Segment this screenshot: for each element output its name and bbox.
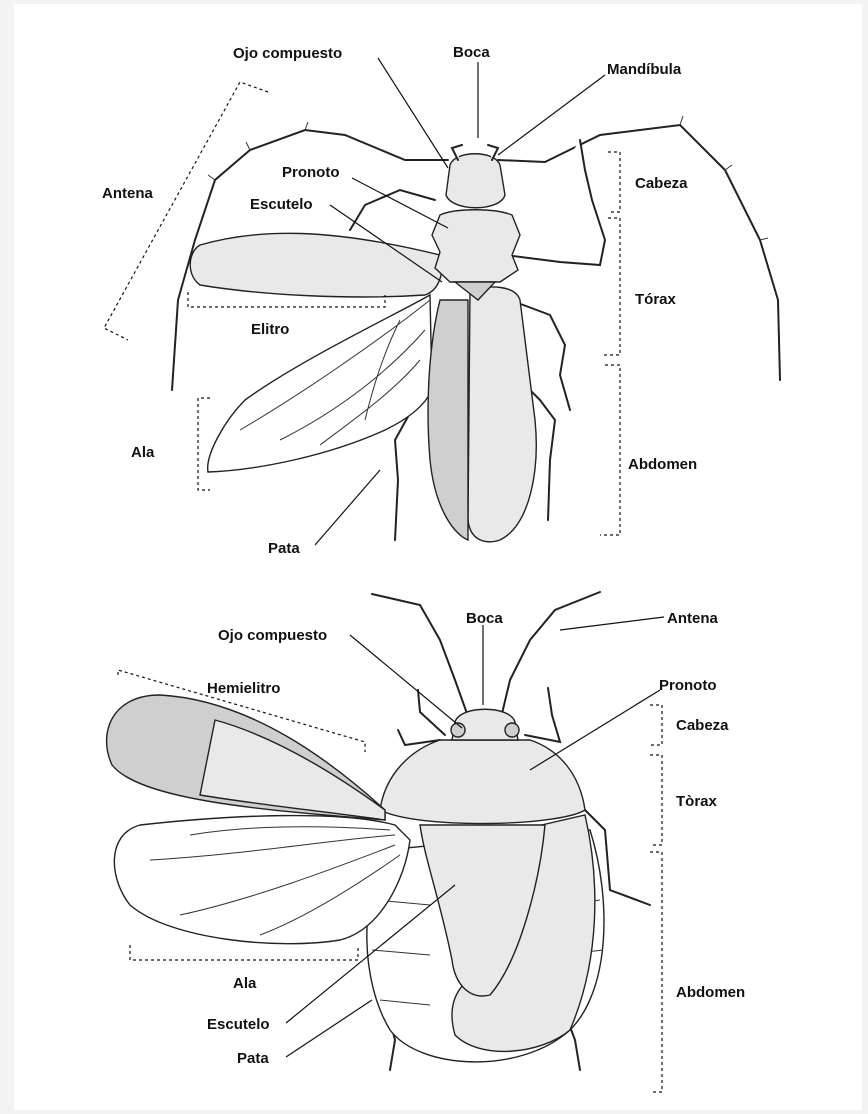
label-beetle-abdomen: Abdomen — [628, 456, 697, 473]
label-beetle-torax: Tórax — [635, 291, 677, 308]
label-beetle-pronoto: Pronoto — [282, 164, 340, 181]
beetle-abdomen-side — [428, 300, 468, 540]
bug-torax-bracket — [650, 755, 662, 845]
bug-leg-front-right — [525, 688, 560, 742]
beetle-abdomen-bracket — [600, 365, 620, 535]
label-bug-hemielitro: Hemielitro — [207, 680, 280, 697]
label-bug-ojo-compuesto: Ojo compuesto — [218, 627, 327, 644]
bug-ala-bracket — [130, 945, 358, 960]
label-bug-torax: Tòrax — [676, 793, 718, 810]
label-bug-cabeza: Cabeza — [676, 717, 729, 734]
label-beetle-pata: Pata — [268, 540, 300, 557]
label-beetle-ojo-compuesto: Ojo compuesto — [233, 45, 342, 62]
label-beetle-elitro: Elitro — [251, 321, 289, 338]
label-bug-antena: Antena — [667, 610, 718, 627]
beetle-ala-bracket — [198, 398, 210, 490]
label-beetle-antena: Antena — [102, 185, 153, 202]
bug-leg-front-left — [418, 690, 445, 735]
bug-pronotum — [380, 740, 585, 824]
bug-cabeza-bracket — [650, 705, 662, 745]
label-bug-abdomen: Abdomen — [676, 984, 745, 1001]
label-bug-escutelo: Escutelo — [207, 1016, 270, 1033]
bug-figure — [107, 592, 650, 1070]
bug-compound-eye-right — [505, 723, 519, 737]
label-bug-boca: Boca — [466, 610, 503, 627]
bug-hind-wing — [114, 816, 410, 944]
label-beetle-ala: Ala — [131, 444, 155, 461]
beetle-head — [446, 154, 505, 208]
label-bug-ala: Ala — [233, 975, 257, 992]
beetle-elytron-left — [190, 233, 442, 297]
beetle-pronotum — [432, 210, 520, 282]
label-bug-pronoto: Pronoto — [659, 677, 717, 694]
label-beetle-boca: Boca — [453, 44, 490, 61]
label-bug-pata: Pata — [237, 1050, 269, 1067]
label-beetle-mandibula: Mandíbula — [607, 61, 682, 78]
label-beetle-escutelo: Escutelo — [250, 196, 313, 213]
label-beetle-cabeza: Cabeza — [635, 175, 688, 192]
bug-abdomen-bracket — [650, 852, 662, 1092]
